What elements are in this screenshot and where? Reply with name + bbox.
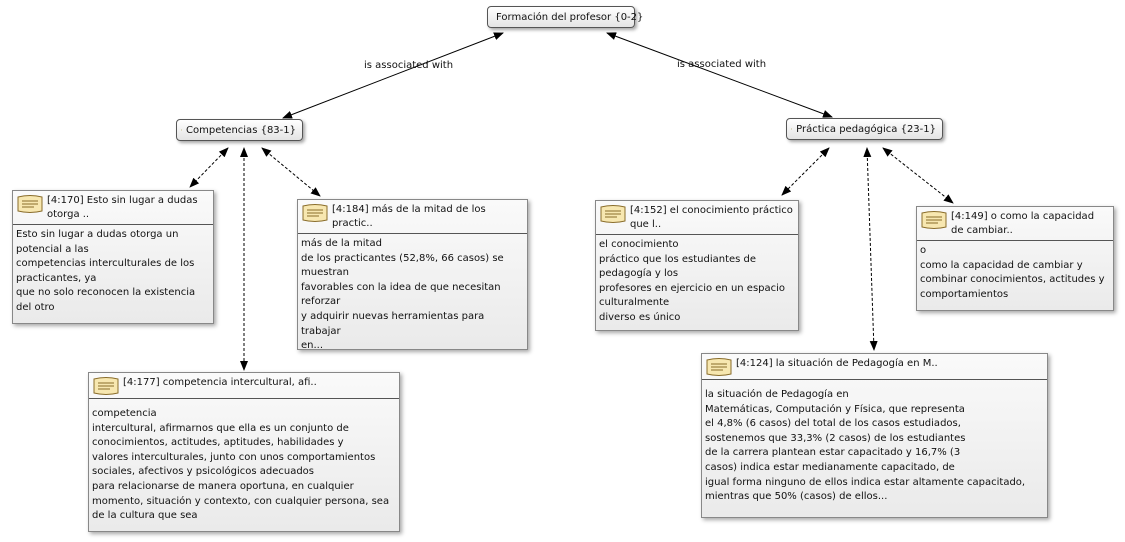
quotation-text: más de la mitad de los practicantes (52,… [301,238,504,352]
code-node-competencias[interactable]: Competencias {83-1} [176,119,303,141]
quotation-node-4177[interactable]: [4:177] competencia intercultural, afi..… [88,372,400,532]
quotation-icon [600,205,626,223]
quotation-header: [4:170] Esto sin lugar a dudas otorga .. [13,191,213,225]
quotation-text: el conocimiento práctico que los estudia… [599,239,786,323]
quotation-node-4152[interactable]: [4:152] el conocimiento práctico que l..… [595,200,799,331]
code-label: Competencias {83-1} [186,124,296,136]
link-competencias-4170 [189,147,229,188]
quotation-header: [4:184] más de la mitad de los practic.. [298,200,527,234]
quotation-header: [4:124] la situación de Pedagogía en M.. [702,354,1047,380]
code-node-formacion[interactable]: Formación del profesor {0-2} [487,6,643,28]
code-label: Práctica pedagógica {23-1} [796,123,936,135]
link-practica-4149 [882,147,954,204]
quotation-title: [4:152] el conocimiento práctico que l.. [630,205,793,230]
link-competencias-4184 [261,147,321,197]
quotation-header: [4:152] el conocimiento práctico que l.. [596,201,798,235]
quotation-text: la situación de Pedagogía en Matemáticas… [705,389,1026,503]
link-practica-4152 [781,147,830,196]
quotation-text: o como la capacidad de cambiar y combina… [920,245,1105,300]
quotation-text: Esto sin lugar a dudas otorga un potenci… [16,229,196,313]
quotation-title: [4:177] competencia intercultural, afi.. [123,377,317,388]
code-icon [181,129,183,131]
quotation-header: [4:177] competencia intercultural, afi.. [89,373,399,399]
link-formacion-practica [606,32,833,118]
edge-label-left: is associated with [364,60,454,71]
quotation-icon [706,358,732,376]
quotation-header: [4:149] o como la capacidad de cambiar.. [917,207,1113,241]
link-practica-4124 [863,147,878,351]
quotation-icon [93,377,119,395]
quotation-icon [921,211,947,229]
quotation-icon [302,204,328,222]
quotation-node-4184[interactable]: [4:184] más de la mitad de los practic..… [297,199,528,351]
code-icon [791,128,793,130]
quotation-node-4170[interactable]: [4:170] Esto sin lugar a dudas otorga ..… [12,190,214,324]
quotation-title: [4:124] la situación de Pedagogía en M.. [736,358,938,369]
code-node-practica[interactable]: Práctica pedagógica {23-1} [786,118,943,140]
quotation-node-4149[interactable]: [4:149] o como la capacidad de cambiar..… [916,206,1114,311]
quotation-text: competencia intercultural, afirmarnos qu… [92,408,390,522]
link-formacion-competencias [282,32,504,119]
quotation-title: [4:184] más de la mitad de los practic.. [332,204,486,229]
quotation-title: [4:170] Esto sin lugar a dudas otorga .. [47,195,198,220]
code-label: Formación del profesor {0-2} [496,11,644,23]
quotation-node-4124[interactable]: [4:124] la situación de Pedagogía en M..… [701,353,1048,518]
edge-label-right: is associated with [677,59,767,70]
quotation-title: [4:149] o como la capacidad de cambiar.. [951,211,1095,236]
quotation-icon [17,195,43,213]
